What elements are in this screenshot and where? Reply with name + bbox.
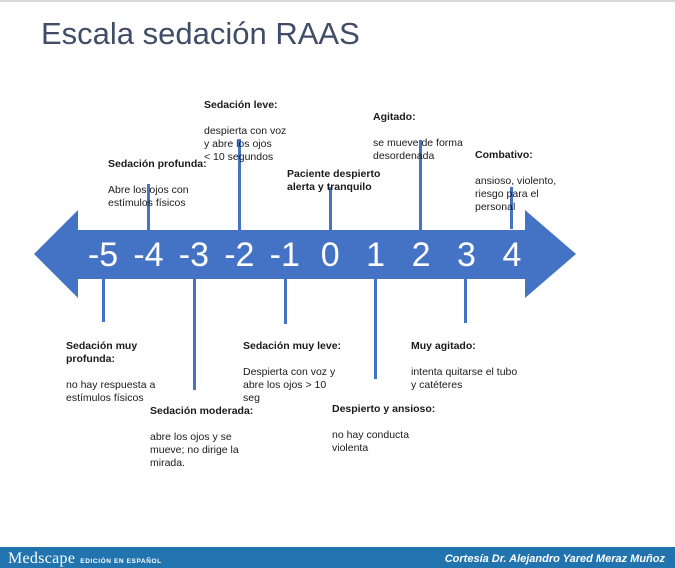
scale-value-4: 4 xyxy=(502,236,522,274)
label-title: Despierto y ansioso: xyxy=(332,403,436,415)
label-paciente-despierto: Paciente despierto alerta y tranquilo xyxy=(287,155,380,220)
label-despierto-ansioso: Despierto y ansioso: no hay conducta vio… xyxy=(332,390,435,468)
brand-name: Medscape xyxy=(8,549,76,567)
connector-bottom-3 xyxy=(464,279,467,323)
label-sedacion-leve: Sedación leve: despierta con voz y abre … xyxy=(204,86,286,177)
label-sedacion-moderada: Sedación moderada: abre los ojos y se mu… xyxy=(150,392,253,483)
label-title: Sedación muy leve: xyxy=(243,340,342,352)
label-body: ansioso, violento, riesgo para el person… xyxy=(475,175,557,213)
connector-top-neg4 xyxy=(147,184,150,230)
connector-bottom-1 xyxy=(374,279,377,379)
connector-top-4 xyxy=(510,187,513,229)
label-muy-agitado: Muy agitado: intenta quitarse el tubo y … xyxy=(411,327,517,405)
scale-value-neg5: -5 xyxy=(87,236,119,274)
label-sedacion-muy-leve: Sedación muy leve: Despierta con voz y a… xyxy=(243,327,341,418)
label-body: despierta con voz y abre los ojos < 10 s… xyxy=(204,125,287,163)
scale-value-3: 3 xyxy=(457,236,476,274)
footer-bar: Medscape EDICIÓN EN ESPAÑOL Cortesía Dr.… xyxy=(0,547,675,568)
label-title: Agitado: xyxy=(373,111,416,123)
credit-text: Cortesía Dr. Alejandro Yared Meraz Muñoz xyxy=(444,552,665,565)
label-sedacion-muy-profunda: Sedación muy profunda: no hay respuesta … xyxy=(66,327,155,418)
page-title: Escala sedación RAAS xyxy=(41,16,360,51)
connector-bottom-neg3 xyxy=(193,279,196,390)
label-body: no hay respuesta a estímulos físicos xyxy=(66,379,156,404)
label-body: Despierta con voz y abre los ojos > 10 s… xyxy=(243,366,336,404)
label-title: Sedación moderada: xyxy=(150,405,254,417)
scale-value-neg4: -4 xyxy=(133,236,164,274)
scale-value-2: 2 xyxy=(411,236,431,274)
label-title: Muy agitado: xyxy=(411,340,476,352)
connector-top-0 xyxy=(329,187,332,230)
label-body: abre los ojos y se mueve; no dirige la m… xyxy=(150,431,239,469)
connector-top-neg2 xyxy=(238,139,241,230)
label-agitado: Agitado: se mueve de forma desordenada xyxy=(373,98,463,176)
label-title: Sedación profunda: xyxy=(108,158,207,170)
label-body: Abre los ojos con estímulos físicos xyxy=(108,184,189,209)
label-title: Combativo: xyxy=(475,149,533,161)
brand-subtitle: EDICIÓN EN ESPAÑOL xyxy=(80,557,162,565)
medscape-logo: Medscape EDICIÓN EN ESPAÑOL xyxy=(8,550,162,568)
label-body: intenta quitarse el tubo y catéteres xyxy=(411,366,518,391)
scale-value-0: 0 xyxy=(320,236,340,274)
label-body: no hay conducta violenta xyxy=(332,429,410,454)
label-body: se mueve de forma desordenada xyxy=(373,137,463,162)
connector-top-2 xyxy=(419,140,422,230)
label-sedacion-profunda: Sedación profunda: Abre los ojos con est… xyxy=(108,145,207,223)
scale-value-neg1: -1 xyxy=(269,236,300,274)
label-title: Sedación leve: xyxy=(204,99,278,111)
connector-bottom-neg5 xyxy=(102,279,105,322)
scale-numbers: -5 -4 -3 -2 -1 0 1 2 3 4 xyxy=(81,232,534,278)
arrow-left-head-icon xyxy=(34,210,78,298)
label-combativo: Combativo: ansioso, violento, riesgo par… xyxy=(475,136,556,227)
label-title: Sedación muy profunda: xyxy=(66,340,138,365)
scale-value-1: 1 xyxy=(366,236,386,274)
arrow-right-head-icon xyxy=(525,210,576,298)
label-title: Paciente despierto alerta y tranquilo xyxy=(287,168,381,193)
scale-value-neg3: -3 xyxy=(178,236,209,274)
connector-bottom-neg1 xyxy=(284,279,287,324)
scale-value-neg2: -2 xyxy=(224,236,255,274)
arrow-body xyxy=(77,230,526,279)
